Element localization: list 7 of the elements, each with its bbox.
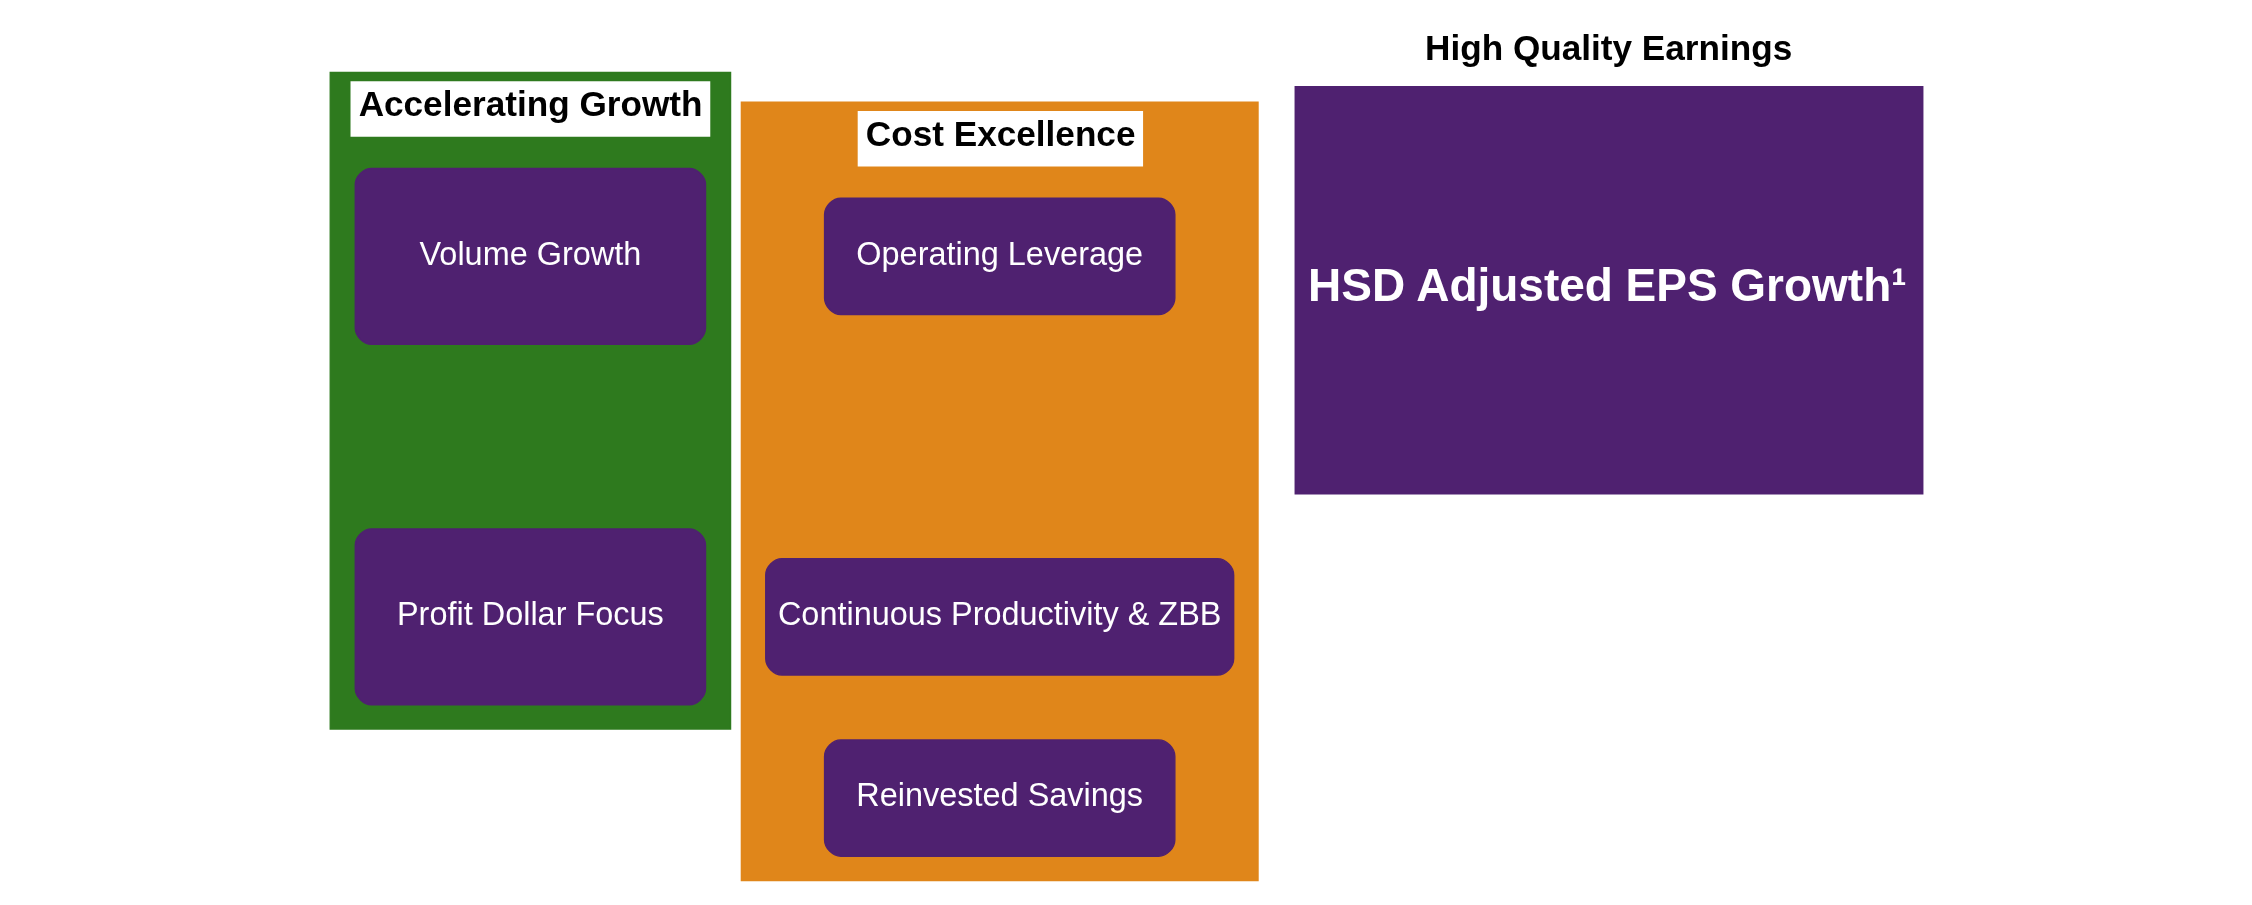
node-box: Reinvested Savings <box>823 739 1176 857</box>
node-box: Continuous Productivity & ZBB <box>764 558 1234 676</box>
node-box: Profit Dollar Focus <box>354 528 706 706</box>
node-box: Volume Growth <box>354 167 706 345</box>
node-label: High Quality Earnings <box>1424 28 1792 68</box>
node-box: HSD Adjusted EPS Growth¹ <box>1294 86 1923 495</box>
node-box: Operating Leverage <box>823 197 1176 316</box>
